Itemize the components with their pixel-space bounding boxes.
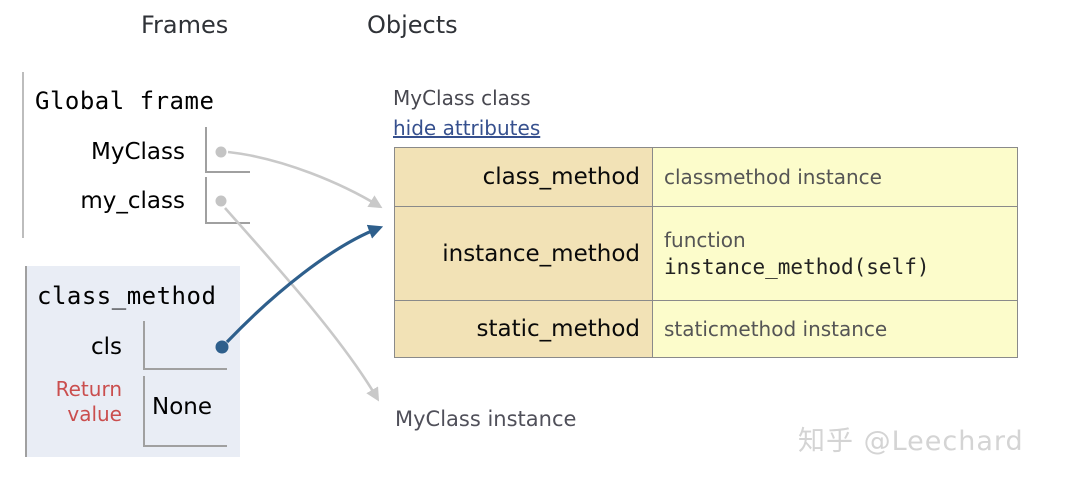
table-row: instance_method function instance_method… [394,206,1018,301]
value-box-return [143,376,227,447]
table-row: class_method classmethod instance [394,147,1018,207]
class-attributes-table: class_method classmethod instance instan… [394,147,1018,358]
value-box-myclass [205,127,250,173]
arrow-cls-to-class [225,224,384,344]
value-box-cls [143,321,227,370]
variable-label-myclass: MyClass [91,139,185,165]
value-box-my-class [205,177,250,224]
watermark: 知乎 @Leechard [798,426,1024,457]
attr-value-cell: function instance_method(self) [652,206,1018,301]
instance-object-label: MyClass instance [395,407,577,431]
table-row: static_method staticmethod instance [394,300,1018,358]
global-frame-title: Global frame [35,87,215,115]
function-signature: instance_method(self) [664,255,930,279]
return-value: None [152,394,213,420]
hide-attributes-link[interactable]: hide attributes [393,116,541,140]
variable-label-my-class: my_class [80,188,185,214]
attr-name-cell: static_method [394,300,653,358]
function-frame-title: class_method [37,282,217,310]
global-frame-border [22,72,24,238]
class-object-label: MyClass class [393,86,531,110]
variable-label-cls: cls [90,334,122,360]
arrow-myclass-to-class [227,150,383,209]
frames-column-header: Frames [141,11,229,39]
attr-value-cell: staticmethod instance [652,300,1018,358]
function-frame-class-method [25,266,240,457]
objects-column-header: Objects [367,11,458,39]
arrow-my-class-to-instance [224,207,380,402]
return-value-label: Return value [55,377,122,426]
attr-name-cell: instance_method [394,206,653,301]
function-kind-label: function [664,228,746,252]
attr-name-cell: class_method [394,147,653,207]
attr-value-cell: classmethod instance [652,147,1018,207]
